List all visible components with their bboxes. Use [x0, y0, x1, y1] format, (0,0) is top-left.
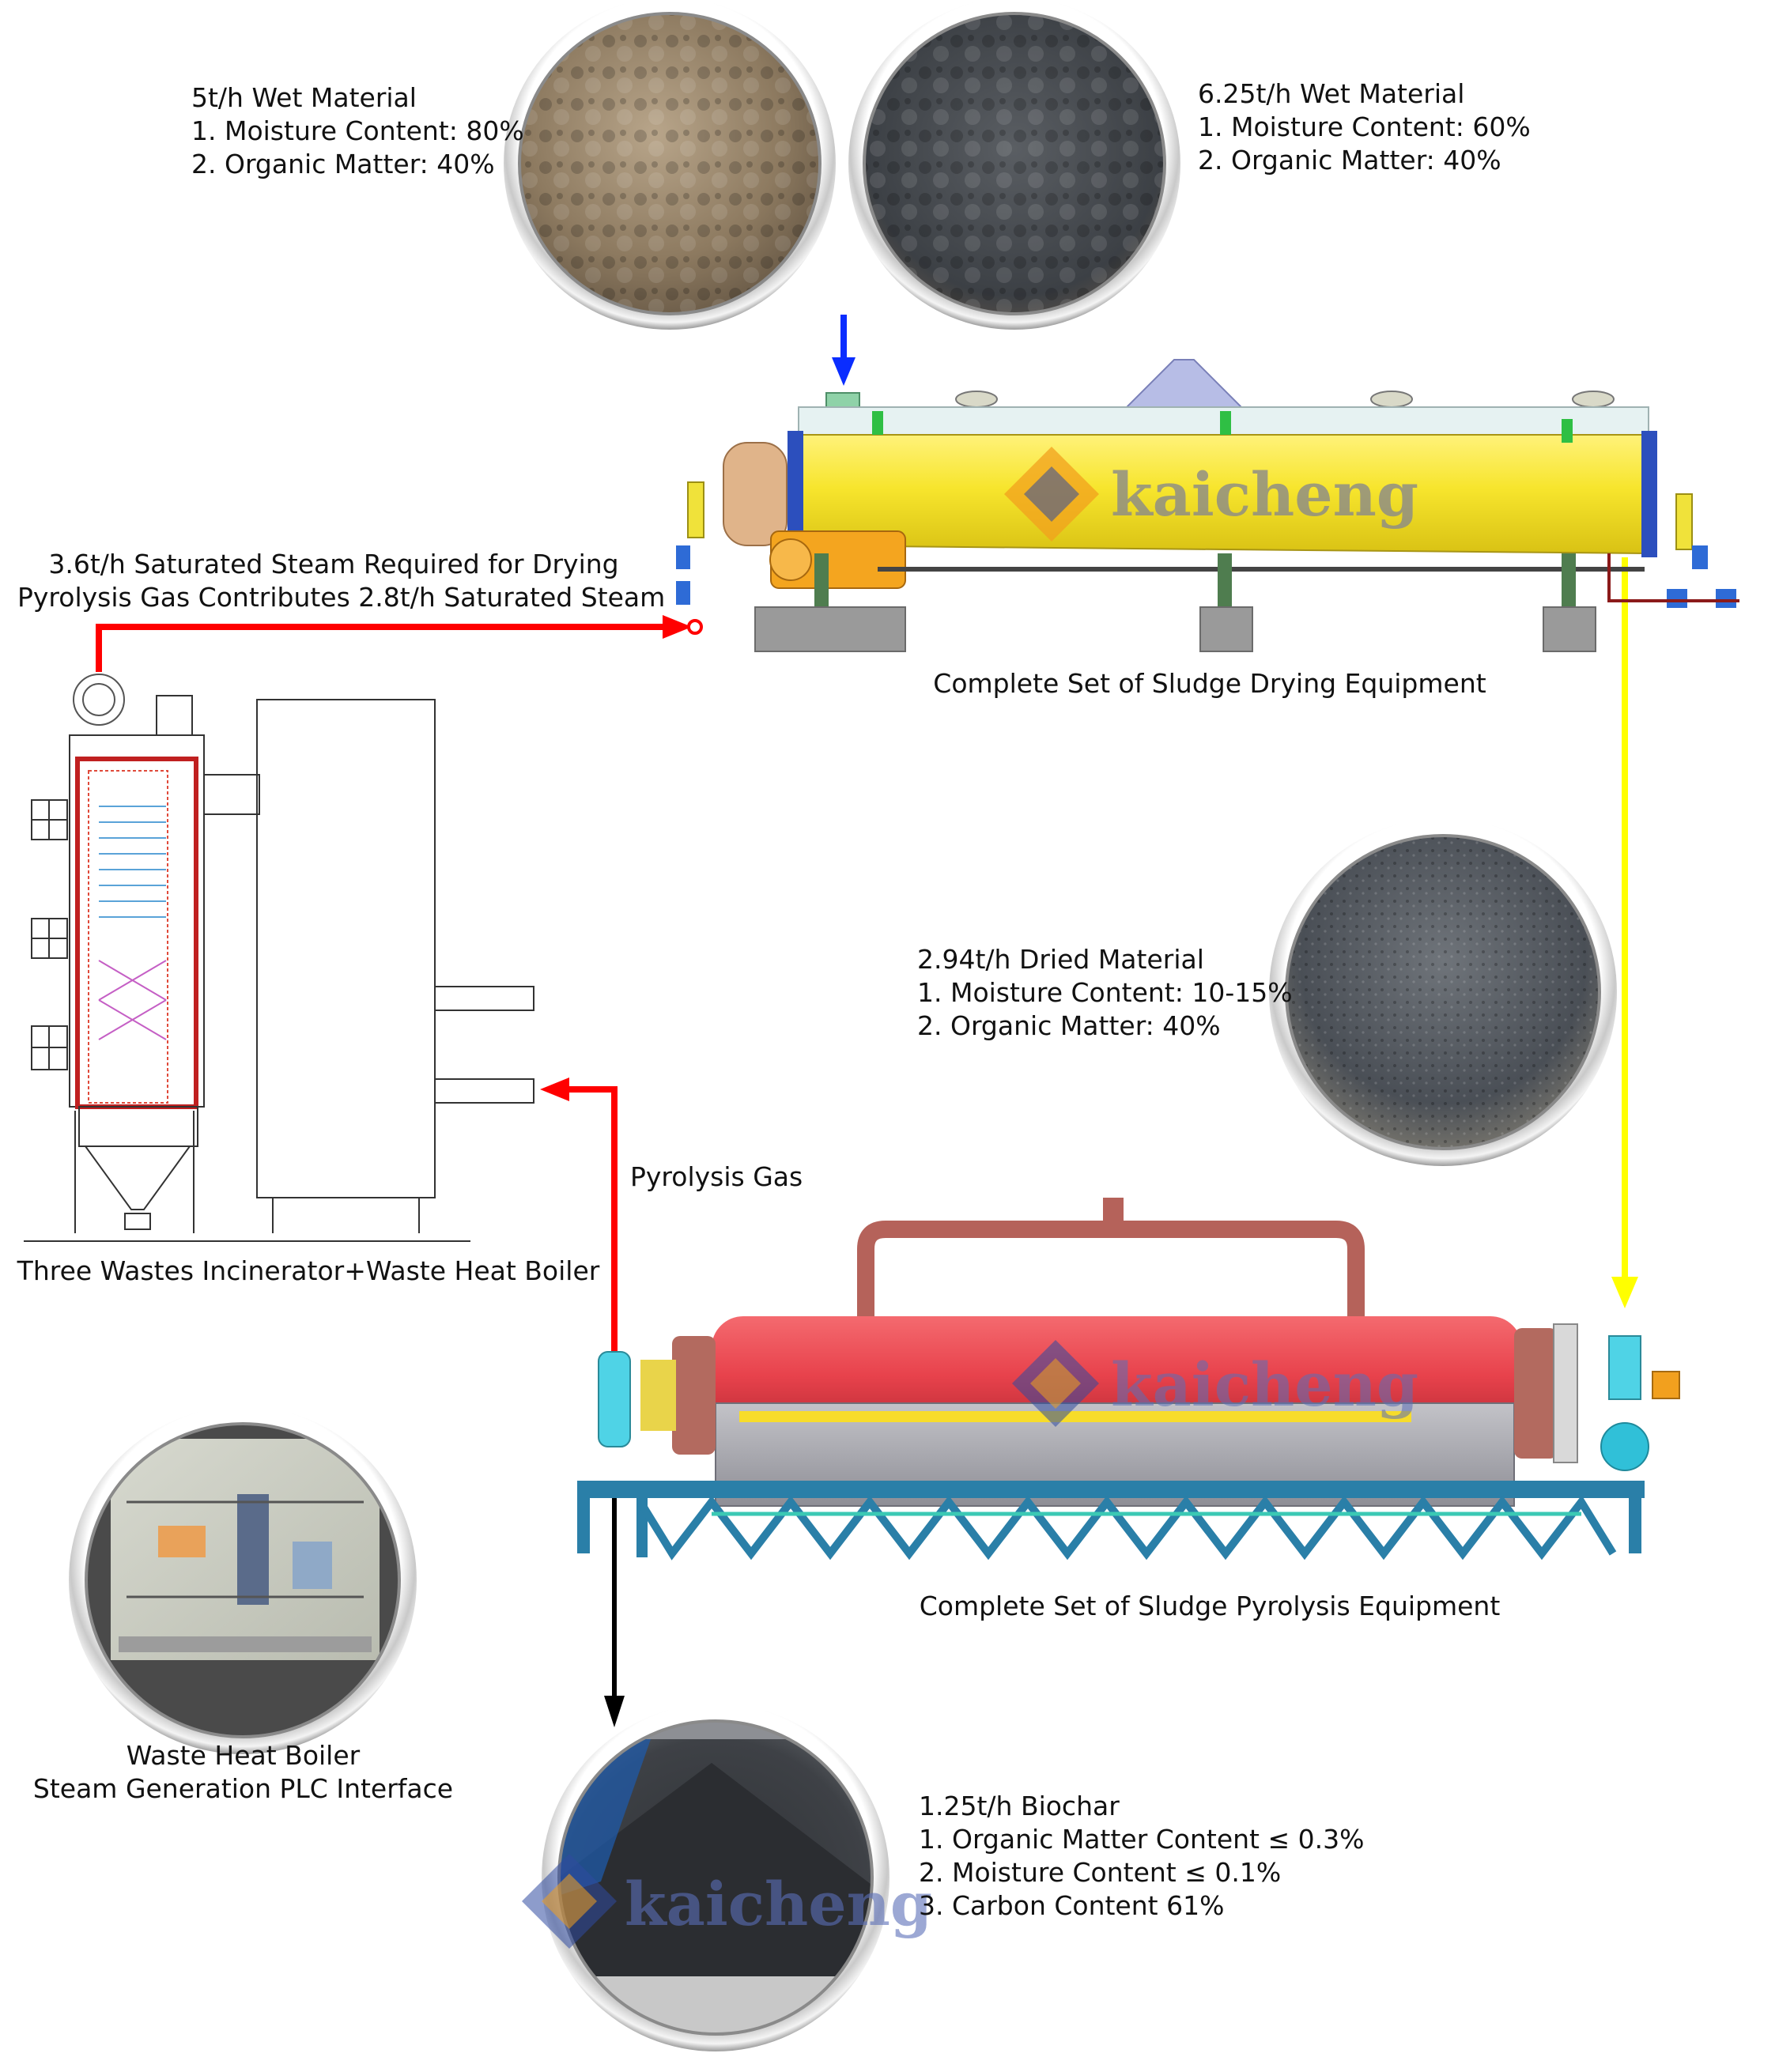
steam-required-text: 3.6t/h Saturated Steam Required for Dryi…	[48, 549, 619, 579]
wet-material-60-organic: 2. Organic Matter: 40%	[1198, 145, 1501, 175]
plc-caption: Waste Heat Boiler Steam Generation PLC I…	[16, 1739, 470, 1806]
drying-equipment-caption: Complete Set of Sludge Drying Equipment	[933, 668, 1486, 699]
biochar-photo	[542, 1704, 890, 2051]
wet-sludge-60-photo	[848, 0, 1180, 330]
steam-contributed-text: Pyrolysis Gas Contributes 2.8t/h Saturat…	[17, 582, 666, 613]
incinerator-boiler-drawing	[24, 674, 534, 1242]
dried-material-photo	[1269, 818, 1617, 1166]
pyrolysis-equipment-caption: Complete Set of Sludge Pyrolysis Equipme…	[919, 1591, 1501, 1621]
wet-material-80-title: 5t/h Wet Material	[191, 82, 417, 113]
kaicheng-logo-pyrolysis: kaicheng	[1012, 1340, 1418, 1427]
plc-caption-line1: Waste Heat Boiler	[126, 1740, 361, 1771]
dried-material-title: 2.94t/h Dried Material	[917, 944, 1204, 975]
plc-interface-photo	[69, 1406, 417, 1754]
dried-material-line	[1611, 557, 1638, 1308]
plc-caption-line2: Steam Generation PLC Interface	[32, 1773, 454, 1804]
sludge-drying-equipment	[676, 359, 1739, 652]
sludge-pyrolysis-equipment	[577, 1198, 1680, 1561]
wet-material-60-label: 6.25t/h Wet Material 1. Moisture Content…	[1198, 77, 1531, 177]
dried-material-moisture: 1. Moisture Content: 10-15%	[917, 977, 1293, 1008]
biochar-moisture: 2. Moisture Content ≤ 0.1%	[919, 1857, 1282, 1888]
svg-text:kaicheng: kaicheng	[1111, 459, 1418, 530]
wet-material-60-title: 6.25t/h Wet Material	[1198, 78, 1465, 109]
feed-arrow	[832, 315, 856, 386]
kaicheng-logo-dryer: kaicheng	[1004, 447, 1418, 542]
kaicheng-logo-biochar: kaicheng	[522, 1854, 932, 1949]
steam-line	[96, 615, 703, 672]
pyrolysis-gas-line	[540, 1078, 618, 1360]
incinerator-caption: Three Wastes Incinerator+Waste Heat Boil…	[17, 1255, 600, 1286]
svg-text:kaicheng: kaicheng	[625, 1869, 932, 1939]
biochar-label: 1.25t/h Biochar 1. Organic Matter Conten…	[919, 1790, 1364, 1923]
wet-material-80-label: 5t/h Wet Material 1. Moisture Content: 8…	[191, 81, 524, 181]
wet-material-80-moisture: 1. Moisture Content: 80%	[191, 115, 524, 146]
wet-material-60-moisture: 1. Moisture Content: 60%	[1198, 111, 1531, 142]
steam-label: 3.6t/h Saturated Steam Required for Dryi…	[17, 548, 666, 614]
biochar-carbon: 3. Carbon Content 61%	[919, 1890, 1225, 1921]
dried-material-label: 2.94t/h Dried Material 1. Moisture Conte…	[917, 943, 1293, 1043]
wet-material-80-organic: 2. Organic Matter: 40%	[191, 149, 495, 179]
dried-material-organic: 2. Organic Matter: 40%	[917, 1010, 1221, 1041]
biochar-title: 1.25t/h Biochar	[919, 1791, 1120, 1821]
pyrolysis-gas-label: Pyrolysis Gas	[630, 1161, 803, 1192]
wet-sludge-80-photo	[504, 0, 836, 330]
svg-text:kaicheng: kaicheng	[1111, 1349, 1418, 1420]
biochar-line	[604, 1486, 625, 1727]
biochar-organic: 1. Organic Matter Content ≤ 0.3%	[919, 1824, 1365, 1855]
